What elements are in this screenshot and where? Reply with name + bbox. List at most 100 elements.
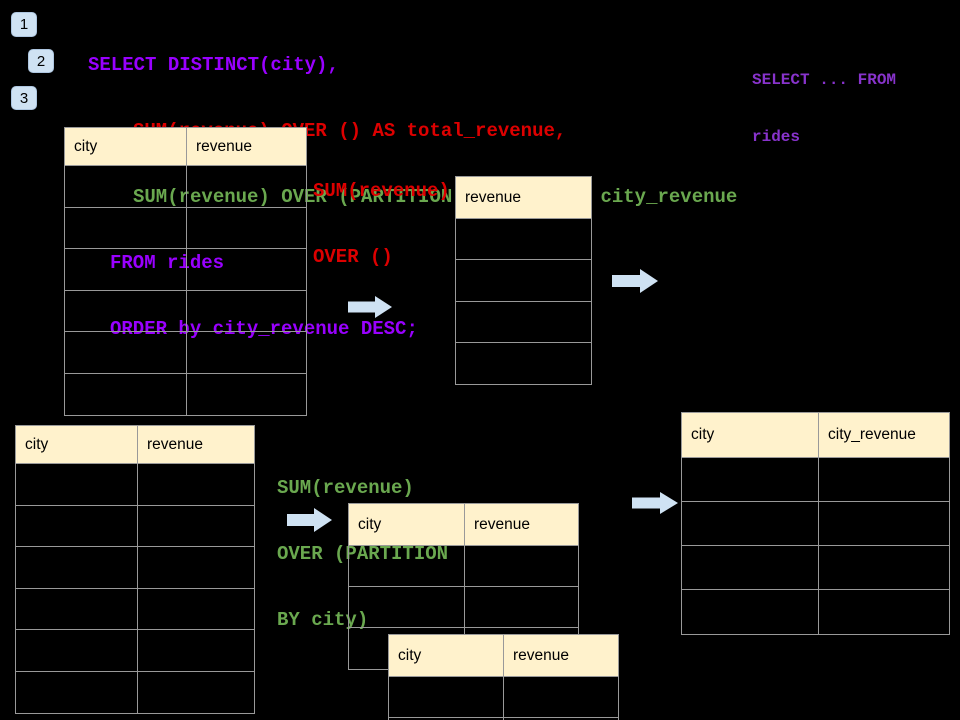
table-cell-empty [682, 502, 818, 545]
table-row [682, 546, 949, 590]
side-note-line: SELECT ... FROM [752, 71, 897, 89]
table-cell-empty [456, 260, 591, 300]
table-cell-empty [186, 332, 306, 373]
table-row [16, 671, 254, 714]
table-cell-empty [349, 546, 464, 586]
table-cell-empty [137, 505, 254, 546]
table-cell-empty [65, 332, 186, 373]
column-header: city [398, 646, 422, 664]
table-cell-empty [16, 589, 137, 630]
table-cell-empty [464, 546, 578, 586]
table-header-row: city revenue [16, 426, 254, 464]
table-row [389, 677, 618, 718]
table-row [389, 718, 618, 720]
table-cell-empty [16, 506, 137, 547]
table-cell-empty [186, 166, 306, 207]
table-cell-empty [65, 374, 186, 416]
step-badge-3: 3 [11, 86, 37, 110]
column-header: city_revenue [818, 413, 949, 457]
table-cell-empty [818, 590, 949, 634]
table-row [65, 207, 306, 249]
table-header-row: city revenue [389, 635, 618, 677]
table-row [65, 332, 306, 374]
table-row [349, 587, 578, 628]
table-row [16, 464, 254, 506]
table-revenue-only: revenue [455, 176, 592, 386]
arrow-right-icon [348, 296, 392, 318]
table-cell-empty [137, 671, 254, 713]
table-cell-empty [503, 677, 618, 717]
step-badge-2: 2 [28, 49, 54, 73]
table-cell-empty [137, 464, 254, 505]
column-header: city [691, 426, 715, 443]
table-cell-empty [186, 249, 306, 290]
table-cell-empty [65, 291, 186, 332]
table-cell-empty [682, 590, 818, 634]
table-row [456, 343, 591, 384]
side-note-select-from-rides: SELECT ... FROM rides [752, 33, 896, 185]
column-header: revenue [464, 504, 578, 545]
column-header: revenue [465, 188, 522, 206]
table-cell-empty [456, 219, 591, 259]
table-cell-empty [16, 672, 137, 714]
sql-line-order: ORDER by city_revenue DESC; [110, 318, 418, 340]
table-cell-empty [65, 208, 186, 249]
label-line: OVER () [313, 246, 393, 268]
table-row [16, 588, 254, 630]
table-cell-empty [503, 718, 618, 720]
column-header: city [358, 515, 382, 533]
table-header-row: city revenue [349, 504, 578, 546]
table-cell-empty [65, 166, 186, 207]
sql-line-select: SELECT DISTINCT(city), [88, 54, 339, 76]
label-line: BY city) [277, 609, 369, 631]
table-row [349, 546, 578, 587]
table-cell-empty [456, 343, 591, 384]
table-row [65, 290, 306, 332]
table-row [682, 590, 949, 634]
table-cell-empty [16, 630, 137, 671]
table-row [65, 249, 306, 291]
table-cell-empty [16, 547, 137, 588]
table-cell-empty [137, 588, 254, 629]
table-cell-empty [818, 502, 949, 545]
table-row [682, 458, 949, 502]
table-row [456, 260, 591, 302]
table-row [65, 166, 306, 208]
arrow-right-icon [287, 508, 332, 532]
table-cell-empty [682, 546, 818, 589]
table-row [456, 302, 591, 343]
label-line: SUM(revenue) [277, 477, 414, 499]
table-partition-step: city revenue [348, 503, 579, 670]
table-cell-empty [186, 207, 306, 248]
table-row [456, 219, 591, 261]
table-row [65, 373, 306, 416]
column-header: city [74, 137, 98, 155]
table-partition-step-overlay: city revenue [388, 634, 619, 720]
table-cell-empty [186, 290, 306, 331]
table-cell-empty [65, 249, 186, 290]
label-sum-over-all: SUM(revenue) OVER () [313, 136, 450, 312]
table-cell-empty [186, 373, 306, 415]
column-header: revenue [137, 426, 254, 463]
column-header: city [25, 435, 49, 453]
arrow-right-icon [612, 269, 658, 293]
table-cell-empty [464, 587, 578, 627]
table-cell-empty [137, 630, 254, 671]
table-cell-empty [818, 546, 949, 589]
table-header-row: city city_revenue [682, 413, 949, 458]
arrow-right-icon [632, 492, 678, 514]
label-line: OVER (PARTITION [277, 543, 449, 565]
table-cell-empty [137, 547, 254, 588]
table-cell-empty [456, 302, 591, 342]
table-cell-empty [389, 677, 503, 717]
side-note-line: rides [752, 128, 801, 146]
label-sum-over-partition: SUM(revenue) OVER (PARTITION BY city) [277, 433, 448, 675]
table-cell-empty [349, 587, 464, 627]
table-cell-empty [16, 464, 137, 505]
table-row [16, 630, 254, 672]
column-header: revenue [503, 635, 618, 676]
table-cell-empty [682, 458, 818, 501]
table-row [16, 547, 254, 589]
